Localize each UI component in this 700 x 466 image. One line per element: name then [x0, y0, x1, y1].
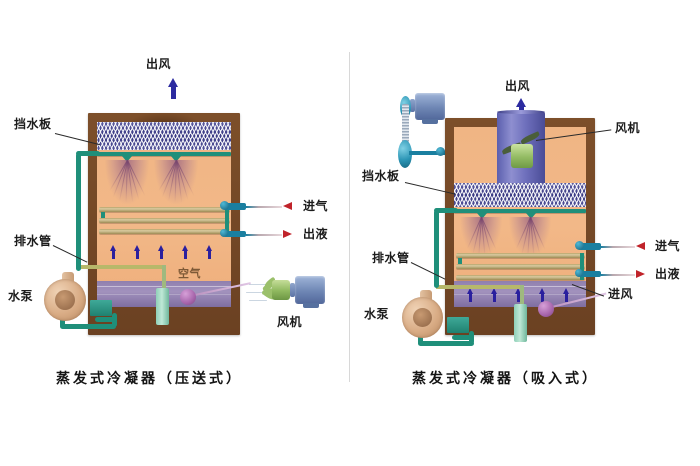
gas-inlet-port-icon — [220, 201, 229, 210]
drain-pipe-label: 排水管 — [372, 251, 410, 265]
water-pump-label: 水泵 — [364, 307, 390, 321]
liquid-outlet-line — [601, 274, 635, 276]
gas-inlet-label: 进气 — [655, 239, 681, 253]
spray-header-pipe — [454, 209, 586, 213]
drain-pipe-leader — [52, 245, 88, 263]
forced-draft-diagram: 出风 — [0, 0, 349, 466]
gas-inlet-label: 进气 — [303, 199, 329, 213]
air-outlet-label: 出风 — [505, 79, 531, 93]
shaft-bearing-icon — [436, 147, 445, 156]
fan-shroud-lip — [497, 110, 545, 114]
air-flow-arrow-icon — [134, 245, 141, 259]
liquid-outlet-line — [246, 234, 282, 236]
air-flow-arrow-icon — [563, 288, 570, 302]
spray-cone — [509, 216, 551, 257]
fan-label: 风机 — [277, 315, 303, 329]
overflow-standpipe — [514, 304, 527, 342]
air-flow-arrow-icon — [110, 245, 117, 259]
gas-inlet-nipple — [579, 243, 601, 250]
spray-nozzle-icon — [122, 156, 132, 162]
drain-pipe-label: 排水管 — [14, 234, 52, 248]
induced-draft-diagram: 出风 — [350, 0, 700, 466]
fan-hub — [511, 144, 533, 168]
air-flow-arrow-icon — [182, 245, 189, 259]
lower-pulley — [398, 140, 412, 168]
spray-cone — [460, 216, 502, 257]
basin-drain-fitting — [447, 317, 469, 333]
gas-inlet-arrow-icon — [283, 202, 292, 210]
air-flow-arrow-icon — [467, 288, 474, 302]
basin-drain-fitting — [90, 300, 112, 316]
air-flow-arrow-icon — [491, 288, 498, 302]
drive-motor — [415, 93, 445, 120]
air-flow-arrow-icon — [158, 245, 165, 259]
liquid-outlet-port-icon — [575, 269, 583, 277]
air-inlet-label: 进风 — [608, 287, 634, 301]
spray-nozzle-icon — [526, 213, 536, 219]
drift-eliminator — [97, 122, 231, 150]
air-outlet-label: 出风 — [146, 57, 172, 71]
air-flow-arrow-icon — [206, 245, 213, 259]
gas-inlet-line — [601, 246, 635, 248]
air-outlet-arrow-icon — [168, 78, 179, 100]
fan-motor — [295, 276, 325, 304]
liquid-outlet-nipple — [224, 231, 246, 237]
air-flow-arrow-icon — [539, 288, 546, 302]
liquid-outlet-port-icon — [220, 229, 228, 237]
overflow-standpipe — [156, 288, 169, 325]
liquid-outlet-arrow-icon — [283, 230, 292, 238]
air-flow-arrow-icon — [515, 288, 522, 302]
liquid-outlet-label: 出液 — [303, 227, 329, 241]
panel-divider — [349, 52, 350, 382]
fan-hub — [272, 280, 290, 300]
water-pump-label: 水泵 — [8, 289, 34, 303]
liquid-outlet-label: 出液 — [655, 267, 681, 281]
water-pump — [44, 279, 86, 321]
gas-inlet-line — [246, 206, 282, 208]
liquid-outlet-arrow-icon — [636, 270, 645, 278]
gas-inlet-nipple — [224, 203, 246, 210]
fan-label: 风机 — [615, 121, 641, 135]
drift-eliminator — [454, 183, 586, 207]
gas-inlet-port-icon — [575, 241, 584, 250]
liquid-outlet-nipple — [579, 271, 601, 277]
drive-belt — [402, 104, 409, 152]
drain-pipe-leader — [410, 262, 446, 280]
spray-header-pipe — [97, 152, 231, 156]
interior-air-label: 空气 — [178, 267, 201, 280]
float-ball — [538, 301, 554, 317]
drift-eliminator-label: 挡水板 — [362, 169, 400, 183]
forced-draft-caption: 蒸发式冷凝器（压送式） — [56, 371, 243, 387]
gas-inlet-arrow-icon — [636, 242, 645, 250]
spray-cone — [105, 159, 149, 204]
induced-draft-caption: 蒸发式冷凝器（吸入式） — [412, 371, 599, 387]
water-pump — [402, 297, 443, 338]
float-ball — [180, 289, 196, 305]
spray-cone — [154, 159, 198, 204]
spray-nozzle-icon — [477, 213, 487, 219]
spray-nozzle-icon — [171, 156, 181, 162]
drift-eliminator-label: 挡水板 — [14, 117, 52, 131]
